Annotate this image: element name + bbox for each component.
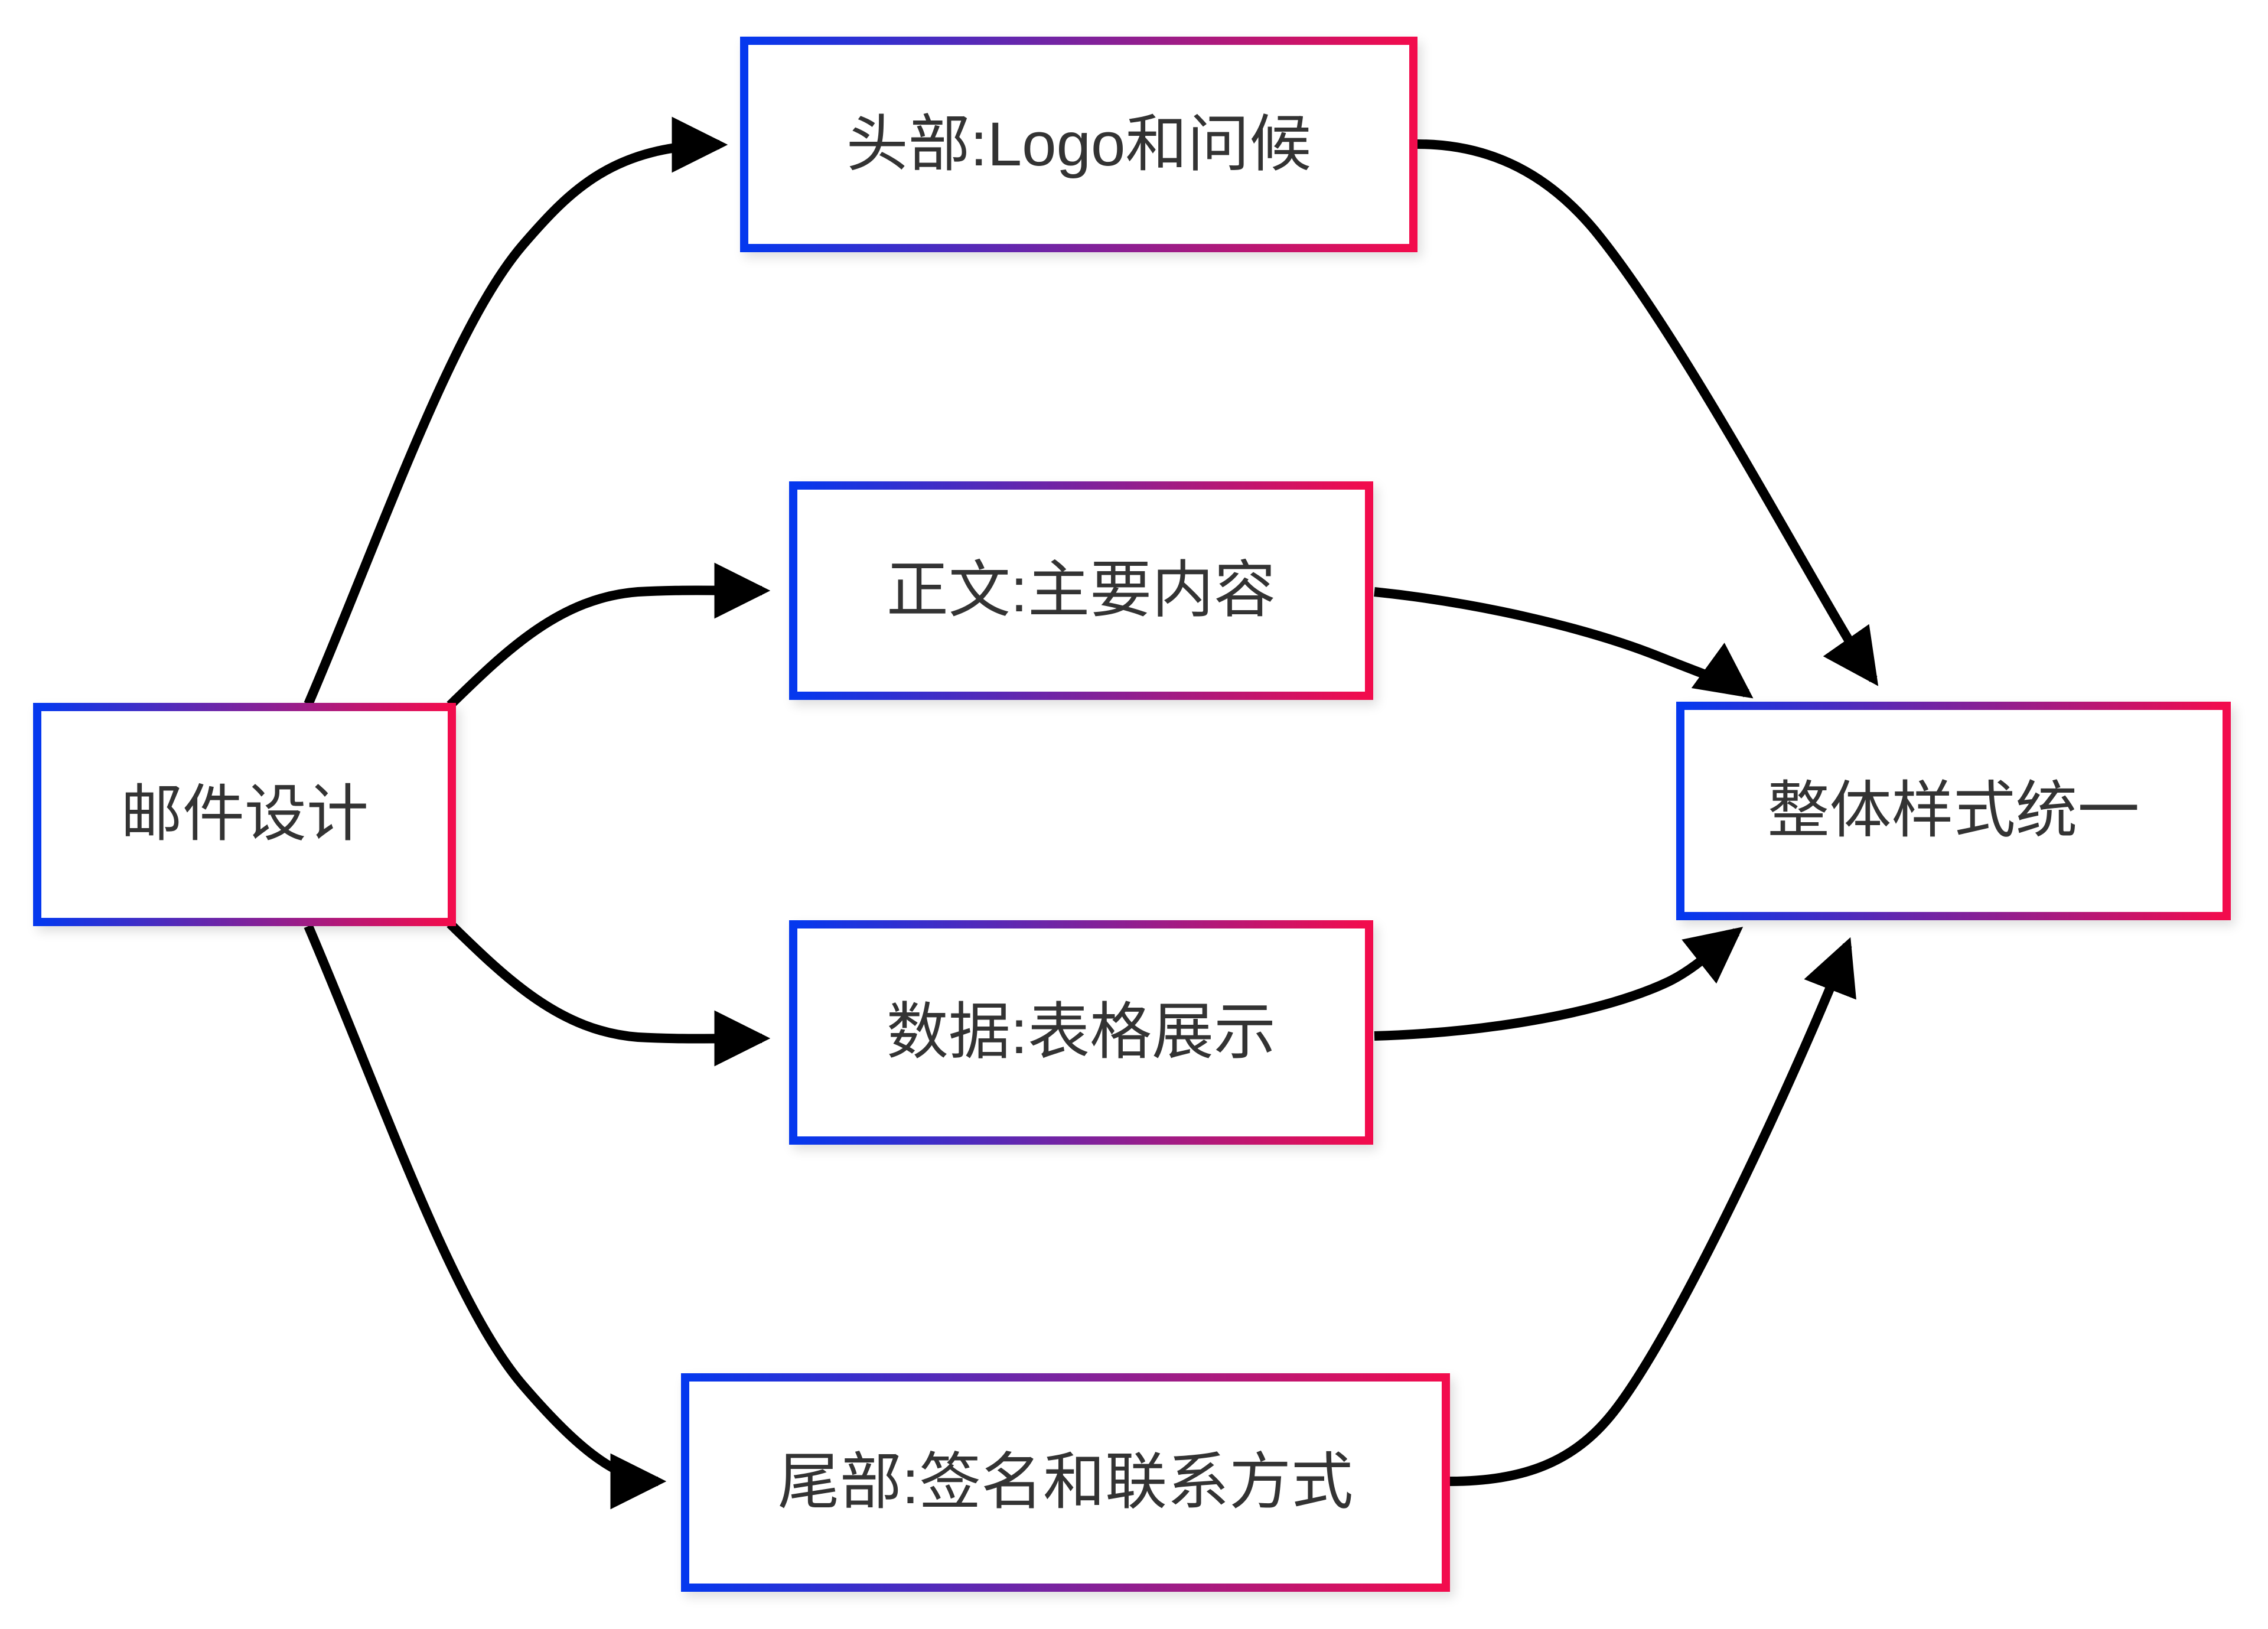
node-label: 尾部:签名和联系方式 (777, 1448, 1354, 1517)
edge-body-to-unified-style (1374, 587, 1754, 699)
edge-email-design-to-body (447, 562, 771, 709)
edge-header-to-unified-style (1417, 139, 1879, 686)
edge-email-design-to-data (447, 920, 771, 1067)
edge-email-design-to-header (304, 116, 728, 706)
edge-data-to-unified-style (1374, 927, 1744, 1041)
edge-footer-to-unified-style (1449, 937, 1856, 1486)
flowchart-node-header: 头部:Logo和问候 (740, 37, 1418, 252)
flowchart-node-body: 正文:主要内容 (789, 481, 1373, 700)
node-label: 整体样式统一 (1767, 776, 2140, 845)
edge-email-design-to-footer (304, 924, 667, 1510)
node-label: 数据:表格展示 (886, 998, 1276, 1067)
node-label: 正文:主要内容 (886, 556, 1276, 625)
flowchart-node-email-design: 邮件设计 (33, 703, 456, 926)
flowchart-node-data: 数据:表格展示 (789, 920, 1373, 1145)
flowchart-node-unified-style: 整体样式统一 (1676, 702, 2231, 920)
node-label: 头部:Logo和问候 (846, 109, 1312, 179)
node-label: 邮件设计 (120, 780, 369, 849)
flowchart-node-footer: 尾部:签名和联系方式 (681, 1373, 1450, 1592)
